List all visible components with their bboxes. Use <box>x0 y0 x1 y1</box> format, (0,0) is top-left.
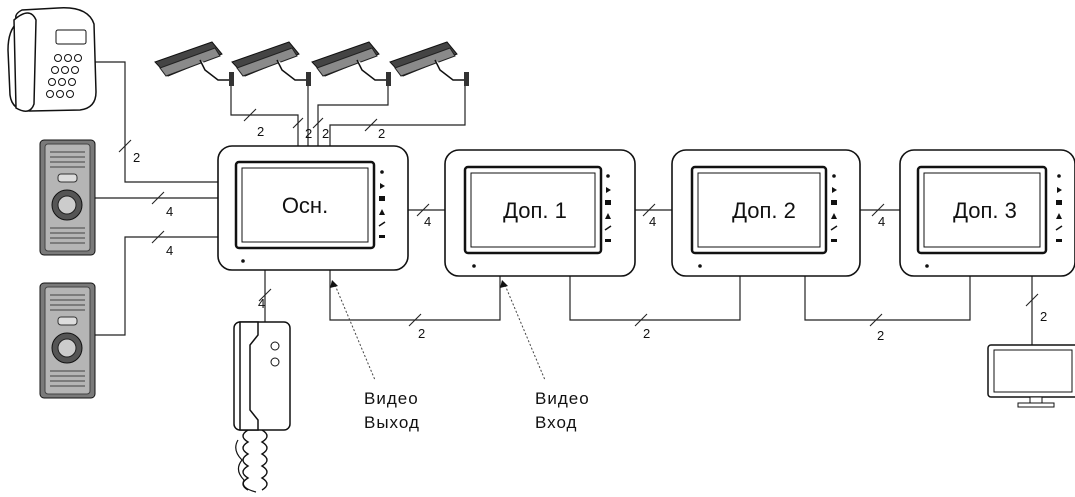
monitor-main: Осн. <box>217 145 409 271</box>
count-camera-b: 2 <box>305 126 312 141</box>
count-camera-c: 2 <box>322 126 329 141</box>
count-add2-add3: 4 <box>878 214 885 229</box>
count-camera-a: 2 <box>257 124 264 139</box>
count-add1-add2: 4 <box>649 214 656 229</box>
wire-count-marks: 2 4 4 2 2 2 2 4 4 4 4 2 2 2 2 <box>118 108 1047 343</box>
video-out-caption-2: Выход <box>364 413 420 432</box>
video-out-caption-1: Видео <box>364 389 419 408</box>
monitor-label: Осн. <box>282 193 328 218</box>
telephone-icon <box>7 7 97 112</box>
wire-phone <box>95 61 220 183</box>
monitor-add-2: Доп. 2 <box>671 149 861 277</box>
door-panel-icon <box>39 139 96 256</box>
camera-icon <box>389 41 469 86</box>
wire-camera-1 <box>230 82 299 147</box>
wire-camera-4 <box>329 82 466 147</box>
video-in-caption-2: Вход <box>535 413 577 432</box>
count-panel-1: 4 <box>166 204 173 219</box>
video-out-pointer <box>334 284 376 381</box>
monitor-add-1: Доп. 1 <box>444 149 636 277</box>
camera-icon <box>311 41 391 86</box>
video-in-pointer <box>504 284 546 381</box>
monitor-label: Доп. 2 <box>732 198 796 223</box>
tv-monitor-icon <box>987 344 1075 408</box>
monitor-buttons <box>1055 174 1063 242</box>
wire-camera-3 <box>317 82 389 147</box>
count-panel-2: 4 <box>166 243 173 258</box>
video-in-caption-1: Видео <box>535 389 590 408</box>
count-video-2: 2 <box>643 326 650 341</box>
count-video-3: 2 <box>877 328 884 343</box>
camera-icon <box>231 41 311 86</box>
count-phone: 2 <box>133 150 140 165</box>
count-main-add1: 4 <box>424 214 431 229</box>
wire-video-main-add1 <box>329 270 501 321</box>
wire-panel-2 <box>95 236 220 336</box>
monitor-add-3: Доп. 3 <box>899 149 1075 277</box>
monitor-label: Доп. 3 <box>953 198 1017 223</box>
monitor-buttons <box>830 174 838 242</box>
wire-video-add1-add2 <box>569 276 741 321</box>
count-handset: 4 <box>258 296 265 311</box>
monitor-buttons <box>378 170 386 238</box>
door-panel-icon <box>39 282 96 399</box>
camera-icons <box>154 41 469 86</box>
count-video-tv: 2 <box>1040 309 1047 324</box>
wire-video-add2-add3 <box>804 276 971 321</box>
wires <box>95 61 1033 345</box>
handset-icon <box>233 321 291 493</box>
monitor-buttons <box>604 174 612 242</box>
count-camera-d: 2 <box>378 126 385 141</box>
monitor-label: Доп. 1 <box>503 198 567 223</box>
camera-icon <box>154 41 234 86</box>
count-video-1: 2 <box>418 326 425 341</box>
